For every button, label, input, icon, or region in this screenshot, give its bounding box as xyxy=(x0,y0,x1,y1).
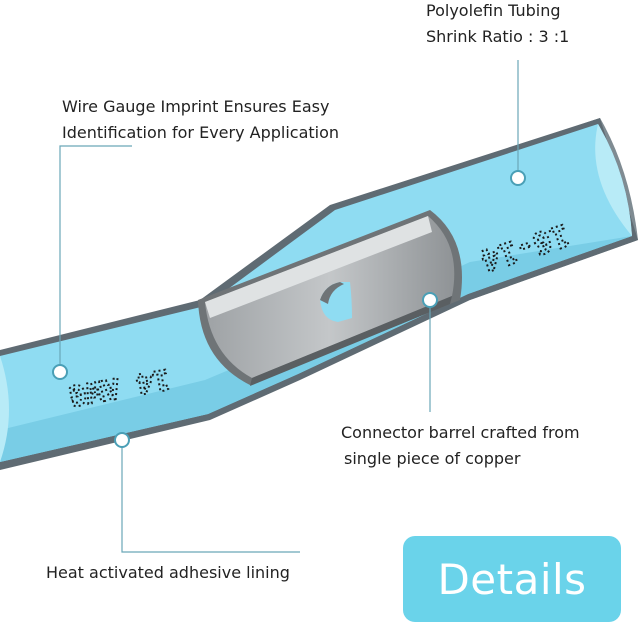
leader-imprint xyxy=(59,145,132,372)
callout-barrel: Connector barrel crafted from single pie… xyxy=(341,420,580,472)
marker-adhesive xyxy=(114,432,130,448)
leader-lines xyxy=(59,60,519,553)
details-button[interactable]: Details xyxy=(403,536,621,622)
callout-imprint: Wire Gauge Imprint Ensures Easy Identifi… xyxy=(62,94,339,146)
tubing-line-1: Polyolefin Tubing xyxy=(426,1,561,20)
barrel-line-1: Connector barrel crafted from xyxy=(341,423,580,442)
imprint-line-1: Wire Gauge Imprint Ensures Easy xyxy=(62,97,330,116)
callout-markers xyxy=(52,170,526,448)
copper-barrel xyxy=(198,210,462,386)
marker-barrel xyxy=(422,292,438,308)
marker-imprint xyxy=(52,364,68,380)
adhesive-line-1: Heat activated adhesive lining xyxy=(46,563,290,582)
leader-adhesive xyxy=(121,440,300,553)
callout-adhesive: Heat activated adhesive lining xyxy=(46,560,290,586)
imprint-line-2: Identification for Every Application xyxy=(62,123,340,142)
callout-tubing: Polyolefin Tubing Shrink Ratio : 3 :1 xyxy=(426,0,569,50)
marker-tubing xyxy=(510,170,526,186)
barrel-line-2: single piece of copper xyxy=(344,449,521,468)
tubing-line-2: Shrink Ratio : 3 :1 xyxy=(426,27,570,46)
